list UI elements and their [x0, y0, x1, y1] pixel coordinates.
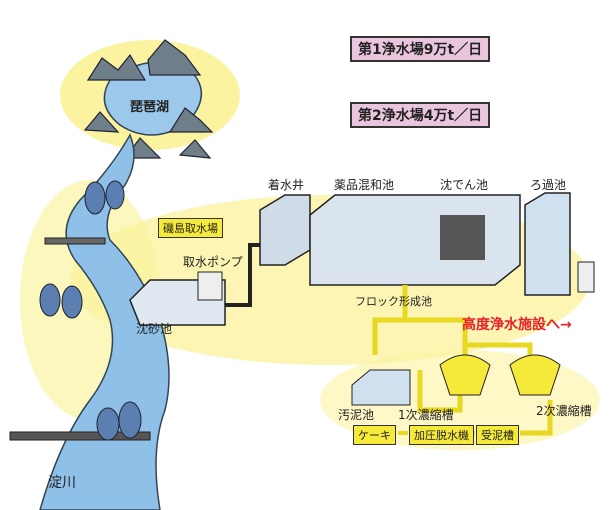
flocculation-label: フロック形成池: [355, 295, 432, 308]
secondary-thickener-label: 2次濃縮槽: [536, 404, 592, 418]
grit-chamber-label: 沈砂池: [136, 322, 173, 336]
receiving-well-label: 着水井: [268, 178, 305, 192]
advanced-treatment-label: 高度浄水施設へ→: [462, 317, 572, 333]
primary-thickener-shape: [439, 354, 491, 396]
cake-label: ケーキ: [353, 425, 396, 445]
sludge-receiving-label: 受泥槽: [476, 425, 519, 445]
pipe: [225, 243, 265, 307]
intake-pump-label: 取水ポンプ: [183, 255, 243, 269]
plant1-capacity-label: 第1浄水場9万t／日: [350, 36, 491, 62]
sludge-pond-shape: [351, 369, 411, 406]
bridge: [9, 431, 151, 441]
chemical-mixing-label: 薬品混和池: [334, 178, 395, 192]
sedimentation-grid: [440, 215, 485, 260]
primary-thickener-label: 1次濃縮槽: [398, 408, 454, 422]
intake-station-label: 磯島取水場: [158, 218, 223, 238]
receiving-well-shape: [259, 194, 311, 266]
plant2-capacity-label: 第2浄水場4万t／日: [350, 102, 491, 128]
lake-label: 琵琶湖: [130, 100, 170, 115]
trees: [39, 180, 142, 441]
filter-shape: [524, 192, 571, 296]
pump-house: [197, 271, 223, 301]
press-dehydrator-label: 加圧脱水機: [409, 425, 474, 445]
secondary-thickener-shape: [509, 354, 561, 396]
treatment-block: [309, 194, 521, 286]
filtration-label: ろ過池: [530, 178, 567, 192]
sedimentation-label: 沈でん池: [440, 178, 489, 192]
river-label: 淀川: [48, 475, 76, 491]
sludge-pond-label: 汚泥池: [338, 408, 375, 422]
